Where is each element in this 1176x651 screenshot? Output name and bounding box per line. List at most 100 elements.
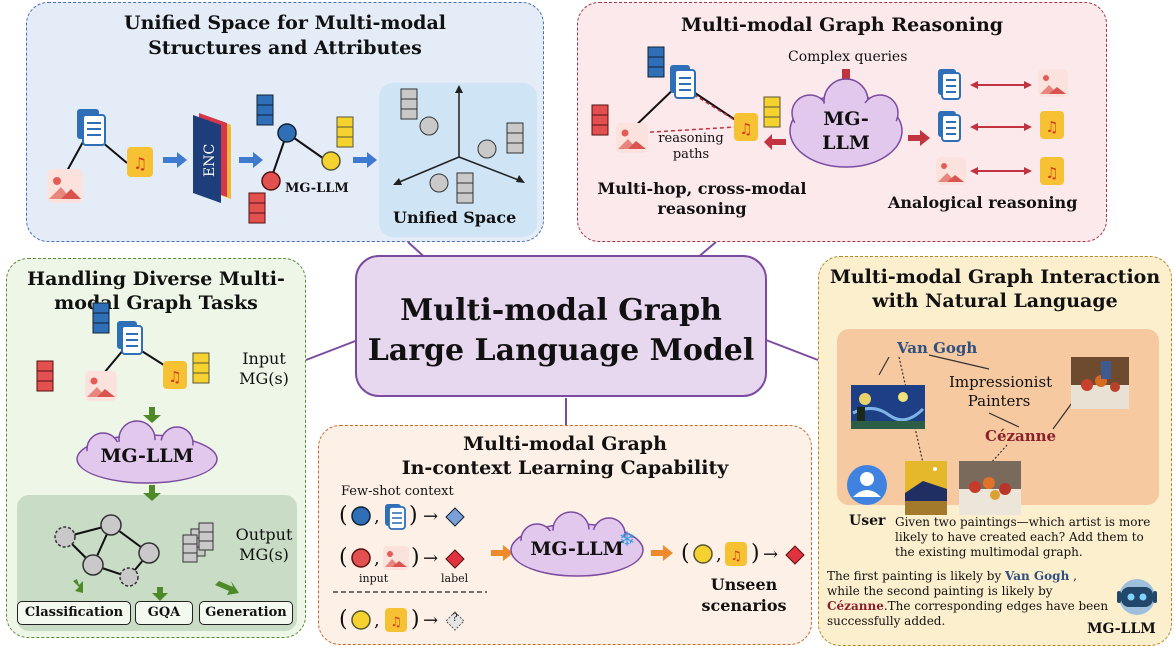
- nl-title-line1: Multi-modal Graph Interaction: [829, 266, 1161, 288]
- tasks-input-l1: Input: [242, 349, 286, 368]
- tasks-audio-icon: ♫: [163, 361, 187, 389]
- center-title-panel: Multi-modal Graph Large Language Model: [355, 255, 767, 397]
- analogy-pair-2: ♫: [938, 111, 1064, 142]
- tasks-input-l2: MG(s): [239, 369, 289, 388]
- unified-title-line1: Unified Space for Multi-modal: [124, 12, 446, 34]
- tasks-output-l1: Output: [235, 525, 293, 544]
- analogical-label: Analogical reasoning: [888, 193, 1078, 212]
- tasks-illustration: ♫: [17, 302, 297, 631]
- few-shot-label: Few-shot context: [341, 484, 454, 499]
- graph-reasoning-panel: Multi-modal Graph Reasoning Complex quer…: [577, 2, 1107, 242]
- icl-title-line2: In-context Learning Capability: [401, 457, 729, 479]
- svg-text:♫: ♫: [390, 615, 402, 630]
- image-icon: [47, 169, 83, 203]
- svg-text:,: ,: [716, 544, 722, 565]
- complex-queries-label: Complex queries: [788, 49, 908, 65]
- center-title-line2: Large Language Model: [367, 333, 755, 368]
- svg-text:→: →: [423, 548, 438, 569]
- bot-reply: The first painting is likely by Van Gogh…: [827, 569, 1109, 629]
- starry-night-painting: [851, 385, 925, 429]
- reasoning-mg-llm-l2: LLM: [822, 132, 870, 154]
- user-message: Given two paintings—which artist is more…: [895, 515, 1151, 559]
- multihop-label-l2: reasoning: [657, 199, 747, 218]
- svg-text:): ): [411, 545, 420, 570]
- classification-button[interactable]: Classification: [17, 601, 131, 625]
- reasoning-illustration: ♫ ♫: [591, 46, 1068, 185]
- impressionist-l2: Painters: [967, 392, 1031, 410]
- unified-mg-llm-label: MG-LLM: [285, 181, 349, 196]
- impressionist-l1: Impressionist: [949, 373, 1053, 391]
- encoder-block: [193, 113, 231, 203]
- svg-text:→: →: [763, 544, 778, 565]
- center-title-line1: Multi-modal Graph: [400, 293, 722, 328]
- audio-icon: ♫: [127, 147, 153, 177]
- svg-text:(: (: [339, 607, 348, 632]
- center-title: Multi-modal Graph Large Language Model: [357, 291, 765, 371]
- svg-text:): ): [409, 503, 418, 528]
- svg-text:,: ,: [374, 506, 380, 527]
- tasks-output-l2: MG(s): [239, 545, 289, 564]
- tasks-mg-llm-label: MG-LLM: [100, 445, 194, 467]
- user-avatar-icon: [847, 465, 887, 505]
- svg-text:♫: ♫: [133, 154, 147, 173]
- tasks-cloud-shape: [76, 420, 218, 484]
- svg-text:): ): [751, 541, 760, 566]
- svg-text:♫: ♫: [168, 368, 181, 386]
- bot-avatar-icon: [1117, 579, 1157, 615]
- reasoning-image-icon: [616, 123, 648, 153]
- bot-reply-part-c: .The corresponding edges have been succe…: [827, 599, 1109, 628]
- user-label: User: [849, 513, 886, 529]
- reasoning-paths-l1: reasoning: [658, 131, 724, 146]
- cafe-terrace-painting: [905, 461, 947, 515]
- unified-space-points: [400, 88, 524, 204]
- reasoning-title: Multi-modal Graph Reasoning: [680, 14, 1004, 36]
- document-icon: [77, 109, 106, 146]
- query-mark: ?: [452, 611, 458, 624]
- bot-label: MG-LLM: [1087, 621, 1156, 637]
- bot-reply-van-gogh: Van Gogh: [1005, 569, 1070, 583]
- gqa-button[interactable]: GQA: [135, 601, 193, 625]
- reasoning-cloud-shape: [789, 78, 903, 168]
- svg-text:♫: ♫: [1045, 118, 1058, 136]
- svg-text:,: ,: [374, 610, 380, 631]
- multihop-label-l1: Multi-hop, cross-modal: [597, 179, 807, 198]
- apples-painting: [959, 461, 1021, 515]
- svg-text:): ): [411, 607, 420, 632]
- svg-text:→: →: [423, 506, 438, 527]
- diverse-tasks-panel: Handling Diverse Multi- modal Graph Task…: [6, 258, 306, 638]
- natural-language-panel: Multi-modal Graph Interaction with Natur…: [818, 256, 1172, 646]
- unified-space-label: Unified Space: [393, 208, 517, 227]
- icl-title-line1: Multi-modal Graph: [463, 433, 667, 455]
- svg-text:(: (: [339, 545, 348, 570]
- reasoning-mg-llm-l1: MG-: [823, 108, 869, 130]
- unified-illustration: ♫: [47, 83, 537, 237]
- svg-text:♫: ♫: [730, 549, 742, 564]
- input-label: input: [359, 572, 389, 585]
- generation-button[interactable]: Generation: [199, 601, 293, 625]
- snowflake-icon: ❄: [619, 527, 636, 551]
- svg-text:→: →: [423, 610, 438, 631]
- icl-cloud-shape: [510, 511, 644, 577]
- still-life-painting: [1071, 357, 1129, 409]
- unseen-l2: scenarios: [701, 596, 787, 615]
- reasoning-audio-icon: ♫: [734, 113, 758, 141]
- in-context-learning-panel: Multi-modal Graph In-context Learning Ca…: [318, 425, 812, 645]
- unified-title-line2: Structures and Attributes: [148, 37, 422, 59]
- cezanne-node-label: Cézanne: [985, 427, 1057, 445]
- icl-mg-llm-label: MG-LLM: [530, 538, 624, 560]
- reasoning-paths-l2: paths: [672, 147, 710, 162]
- output-feature-stack: [182, 522, 214, 563]
- svg-text:♫: ♫: [739, 120, 752, 138]
- tasks-title-line1: Handling Diverse Multi-: [27, 268, 285, 290]
- svg-text:♫: ♫: [1045, 164, 1058, 182]
- tasks-image-icon: [85, 371, 117, 401]
- label-label: label: [441, 572, 469, 585]
- van-gogh-node-label: Van Gogh: [897, 339, 978, 357]
- svg-text:(: (: [681, 541, 690, 566]
- icl-illustration: ( , ) → ( , ) → ( , ♫ ) →: [333, 503, 805, 632]
- analogy-pair-3: ♫: [936, 157, 1064, 185]
- nl-illustration: [837, 329, 1159, 615]
- unseen-l1: Unseen: [710, 575, 778, 594]
- encoder-label: ENC: [202, 143, 218, 177]
- bot-reply-part-b: , while the second painting is likely by: [827, 569, 1077, 598]
